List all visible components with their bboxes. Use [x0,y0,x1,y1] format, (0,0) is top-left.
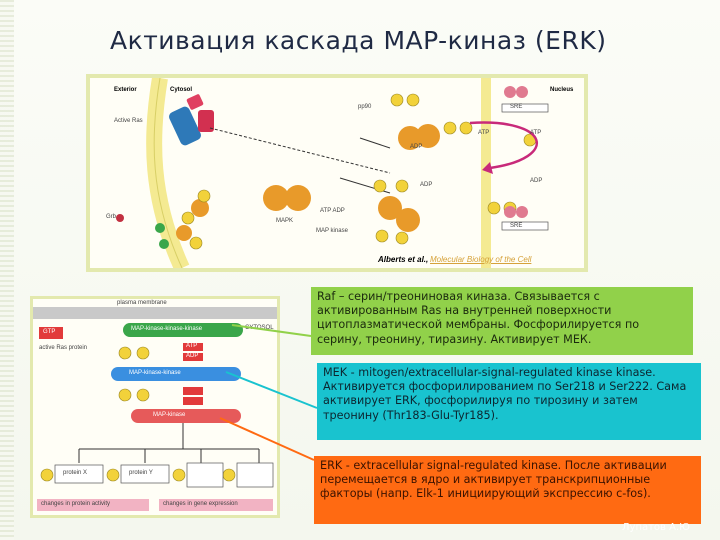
author-credit: Лупатов А.Ю [622,522,690,533]
connector-raf [232,325,311,336]
connector-mek [226,372,317,408]
connector-erk [220,418,314,460]
mek-description: MEK - mitogen/extracellular-signal-regul… [317,363,701,440]
raf-description: Raf – серин/треониновая киназа. Связывае… [311,287,693,355]
erk-description: ERK - extracellular signal-regulated kin… [314,456,701,524]
